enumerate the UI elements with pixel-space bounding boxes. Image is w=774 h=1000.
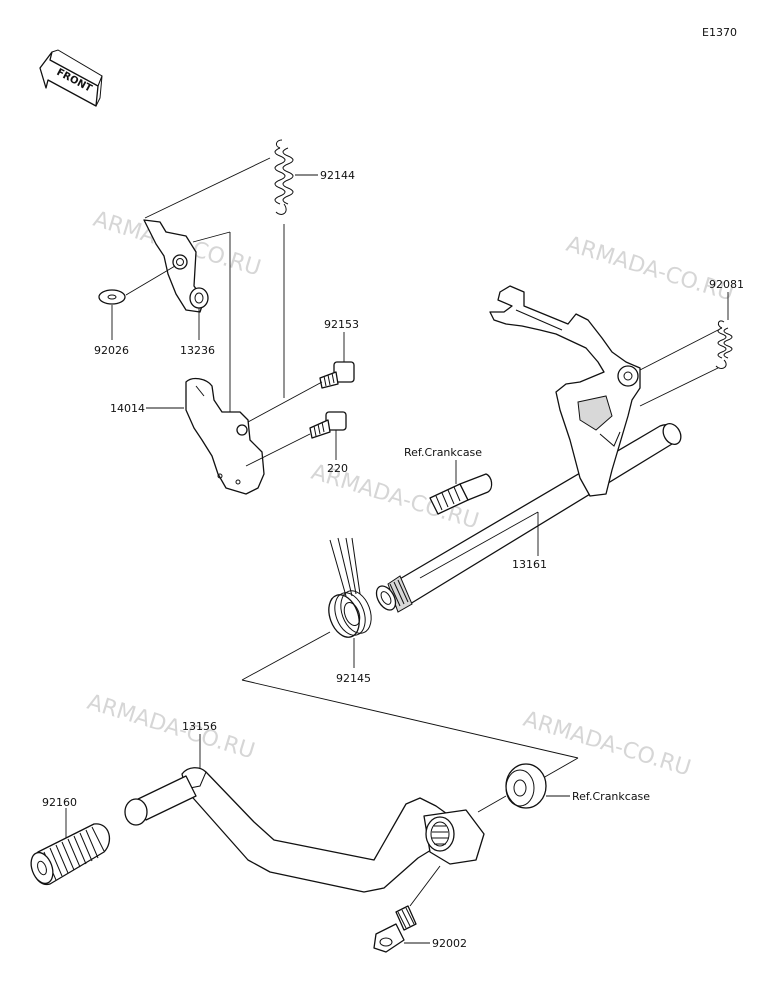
front-arrow-icon: FRONT (39, 49, 103, 107)
label-ref-crankcase-upper: Ref.Crankcase (404, 446, 482, 459)
label-92144: 92144 (320, 169, 355, 182)
label-92160: 92160 (42, 796, 77, 809)
label-92002: 92002 (432, 937, 467, 950)
bolt-92002 (373, 905, 417, 953)
shift-arm (489, 285, 641, 497)
label-92081: 92081 (709, 278, 744, 291)
label-220: 220 (327, 462, 348, 475)
pedal-rubber-92160 (30, 823, 111, 885)
spring-92081 (715, 320, 733, 369)
label-13156: 13156 (182, 720, 217, 733)
spring-92144 (274, 139, 318, 215)
bolt-220 (309, 411, 347, 439)
lever-assy-14014 (185, 377, 265, 495)
label-92153: 92153 (324, 318, 359, 331)
torsion-spring-92145 (328, 537, 372, 638)
oil-seal-lower (505, 763, 547, 809)
watermark-2: ARMADA-CO.RU (563, 232, 736, 307)
shift-pedal-13156 (124, 767, 485, 893)
label-92026: 92026 (94, 344, 129, 357)
label-13236: 13236 (180, 344, 215, 357)
label-14014: 14014 (110, 402, 145, 415)
washer-92026 (98, 289, 126, 305)
crankcase-stud-upper (429, 473, 493, 515)
collar-13236 (189, 287, 209, 309)
diagram-code: E1370 (702, 26, 737, 39)
label-92145: 92145 (336, 672, 371, 685)
bolt-92153 (319, 361, 355, 389)
watermark-4: ARMADA-CO.RU (84, 690, 257, 765)
label-13161: 13161 (512, 558, 547, 571)
label-ref-crankcase-lower: Ref.Crankcase (572, 790, 650, 803)
watermark-5: ARMADA-CO.RU (520, 707, 693, 782)
upper-lever-plate (143, 219, 205, 313)
